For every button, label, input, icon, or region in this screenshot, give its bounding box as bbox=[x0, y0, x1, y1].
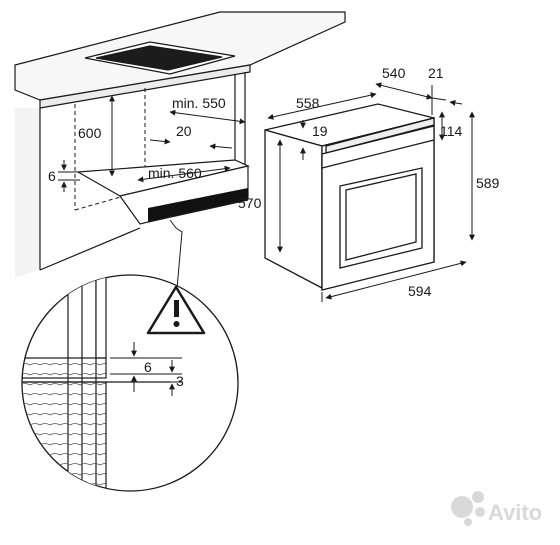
label-front-depth: 21 bbox=[428, 65, 444, 81]
label-floor-thickness: 6 bbox=[48, 168, 56, 184]
label-detail-offset: 3 bbox=[176, 373, 184, 389]
avito-dots-icon bbox=[451, 491, 485, 526]
label-top-offset: 19 bbox=[312, 123, 328, 139]
detail-worktop-section bbox=[22, 357, 107, 379]
label-oven-depth: 540 bbox=[382, 65, 406, 81]
label-niche-depth: min. 550 bbox=[172, 95, 226, 111]
watermark-text: Avito bbox=[488, 500, 542, 525]
label-gap-depth: 20 bbox=[176, 123, 192, 139]
oven-dimension-lines bbox=[267, 82, 475, 302]
detail-leader bbox=[169, 219, 183, 301]
label-detail-gap: 6 bbox=[144, 359, 152, 375]
label-niche-height: 600 bbox=[78, 125, 102, 141]
label-niche-width: min. 560 bbox=[148, 165, 202, 181]
label-panel-offset: 114 bbox=[440, 123, 463, 139]
detail-magnifier: 6 3 bbox=[21, 274, 239, 492]
label-body-height: 570 bbox=[238, 195, 262, 211]
oven-body bbox=[264, 103, 435, 291]
plinth-strip bbox=[148, 188, 248, 222]
label-front-height: 589 bbox=[476, 175, 500, 191]
oven-window bbox=[339, 167, 423, 269]
cabinet-dimension-lines bbox=[58, 95, 246, 192]
warning-triangle-icon bbox=[146, 285, 206, 335]
label-front-width: 594 bbox=[408, 283, 432, 299]
label-body-width: 558 bbox=[296, 95, 320, 111]
